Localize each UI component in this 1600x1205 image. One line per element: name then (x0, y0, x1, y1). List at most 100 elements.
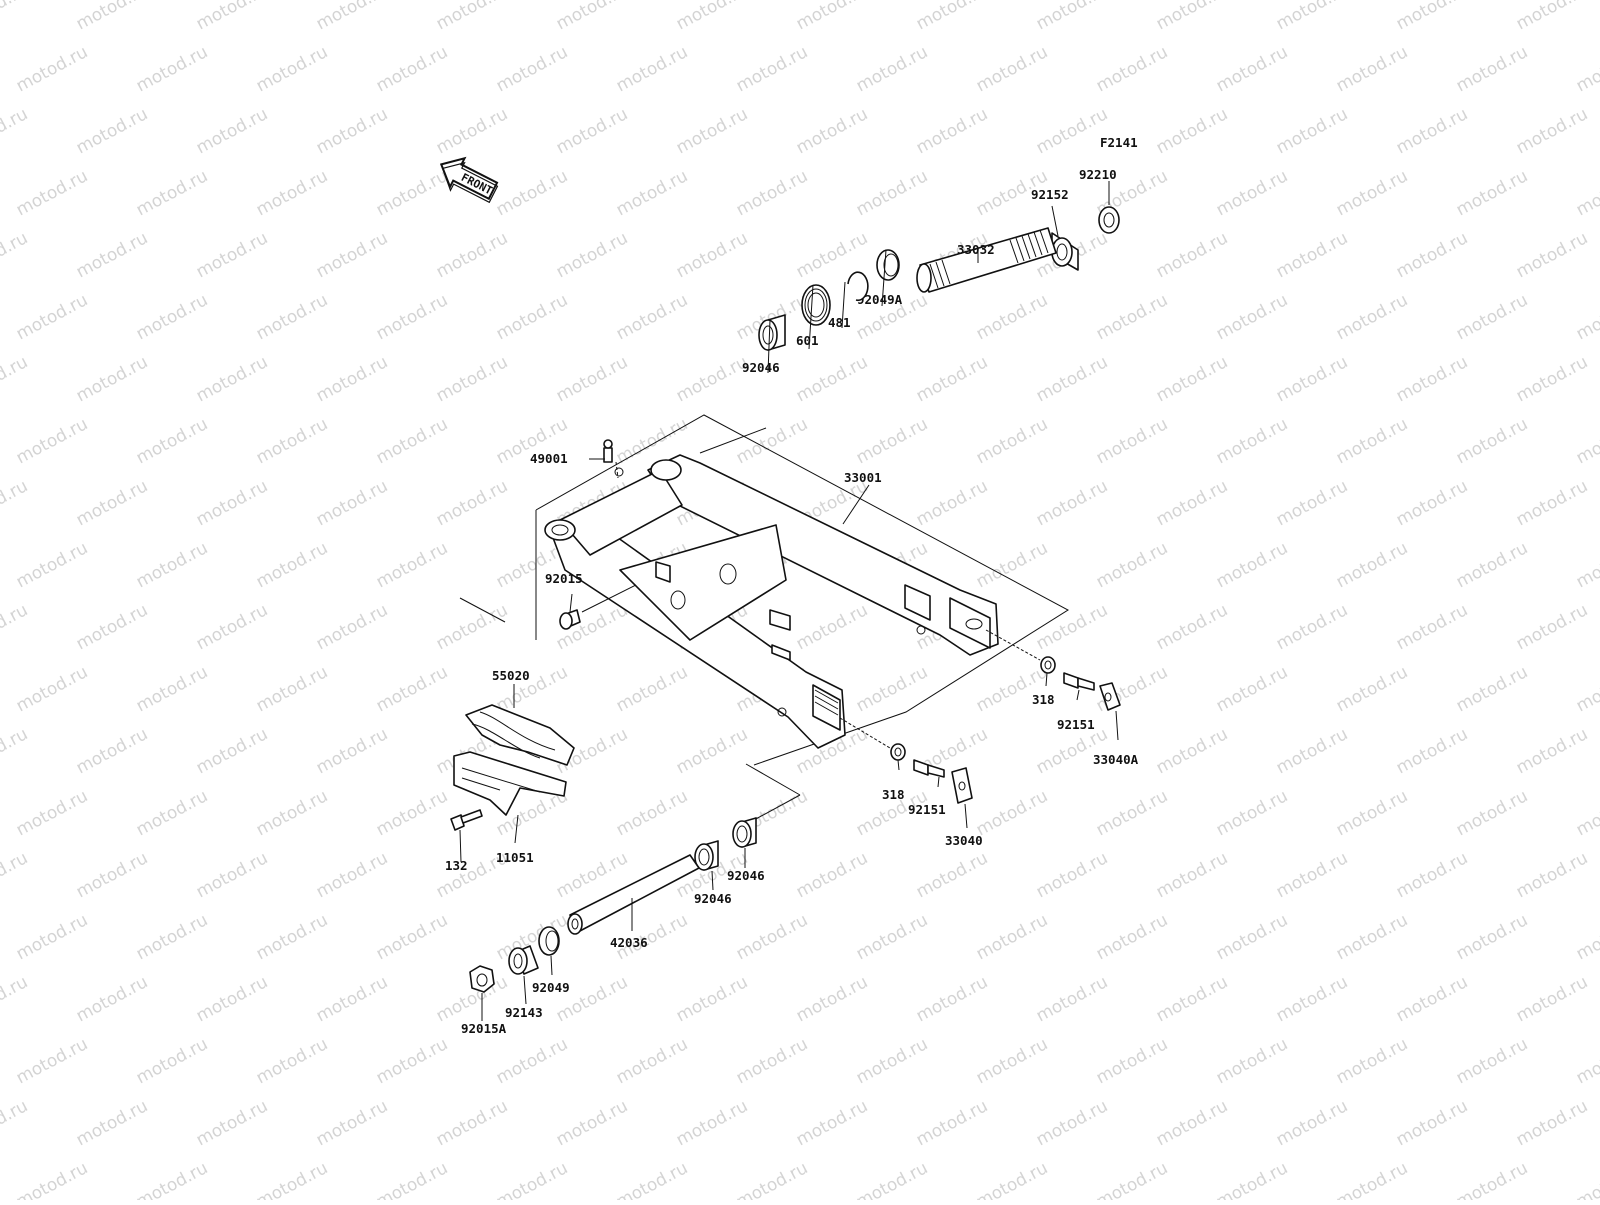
part-92046-needle-bearing-top[interactable] (758, 314, 786, 351)
part-92049A-seal[interactable] (876, 249, 900, 281)
watermark-text: motod.ru (1213, 290, 1291, 344)
label-92151-right: 92151 (1057, 717, 1095, 732)
watermark-text: motod.ru (1093, 910, 1171, 964)
watermark-text: motod.ru (1273, 972, 1351, 1026)
label-92152: 92152 (1031, 187, 1069, 202)
part-33001-swingarm[interactable] (459, 414, 1069, 766)
part-318-nut-right[interactable] (1040, 656, 1056, 674)
watermark-text: motod.ru (1153, 0, 1231, 34)
watermark-text: motod.ru (253, 786, 331, 840)
label-33040: 33040 (945, 833, 983, 848)
watermark-text: motod.ru (0, 104, 31, 158)
watermark-text: motod.ru (1213, 538, 1291, 592)
part-42036-pivot-sleeve[interactable] (567, 854, 700, 935)
watermark-text: motod.ru (1333, 42, 1411, 96)
watermark-text: motod.ru (73, 1096, 151, 1150)
part-601-ball-bearing[interactable] (801, 284, 831, 326)
part-49001-grease-nipple[interactable] (603, 439, 613, 463)
watermark-text: motod.ru (253, 910, 331, 964)
watermark-text: motod.ru (1273, 724, 1351, 778)
watermark-text: motod.ru (853, 1034, 931, 1088)
watermark-text: motod.ru (1393, 352, 1471, 406)
part-318-nut-middle[interactable] (890, 743, 906, 761)
label-481: 481 (828, 315, 851, 330)
part-92046-needle-bearing-lower-right[interactable] (732, 817, 757, 848)
watermark-text: motod.ru (1033, 1096, 1111, 1150)
part-55020-chain-guard[interactable] (465, 704, 575, 766)
watermark-text: motod.ru (973, 1158, 1051, 1200)
watermark-text: motod.ru (133, 414, 211, 468)
part-92151-bolt-right[interactable] (1063, 672, 1095, 691)
part-92015-bolt[interactable] (559, 609, 581, 630)
watermark-text: motod.ru (193, 972, 271, 1026)
watermark-text: motod.ru (1333, 290, 1411, 344)
watermark-text: motod.ru (673, 724, 751, 778)
watermark-text: motod.ru (1093, 786, 1171, 840)
watermark-text: motod.ru (1513, 228, 1591, 282)
watermark-text: motod.ru (1153, 972, 1231, 1026)
watermark-text: motod.ru (1513, 1096, 1591, 1150)
part-92210-nut[interactable] (1098, 206, 1120, 234)
watermark-text: motod.ru (13, 290, 91, 344)
watermark-text: motod.ru (853, 414, 931, 468)
watermark-text: motod.ru (1513, 0, 1591, 34)
label-11051: 11051 (496, 850, 534, 865)
label-92015: 92015 (545, 571, 583, 586)
watermark-text: motod.ru (673, 228, 751, 282)
watermark-text: motod.ru (1333, 910, 1411, 964)
watermark-text: motod.ru (13, 786, 91, 840)
watermark-text: motod.ru (13, 166, 91, 220)
watermark-text: motod.ru (613, 290, 691, 344)
watermark-text: motod.ru (1033, 600, 1111, 654)
watermark-text: motod.ru (1393, 104, 1471, 158)
watermark-text: motod.ru (793, 1096, 871, 1150)
watermark-text: motod.ru (433, 476, 511, 530)
watermark-text: motod.ru (193, 848, 271, 902)
watermark-text: motod.ru (733, 1158, 811, 1200)
label-42036: 42036 (610, 935, 648, 950)
part-481-circlip[interactable] (847, 271, 869, 302)
part-92015A-nut[interactable] (469, 965, 495, 993)
watermark-text: motod.ru (1513, 600, 1591, 654)
watermark-text: motod.ru (613, 1158, 691, 1200)
part-33032-pivot-shaft[interactable] (916, 227, 1057, 293)
watermark-text: motod.ru (793, 972, 871, 1026)
watermark-text: motod.ru (913, 104, 991, 158)
watermark-text: motod.ru (1153, 476, 1231, 530)
watermark-text: motod.ru (1573, 414, 1600, 468)
watermark-text: motod.ru (133, 786, 211, 840)
watermark-text: motod.ru (1453, 1034, 1531, 1088)
watermark-text: motod.ru (1093, 1158, 1171, 1200)
part-92143-collar[interactable] (508, 945, 539, 975)
watermark-text: motod.ru (73, 476, 151, 530)
label-33032: 33032 (957, 242, 995, 257)
watermark-text: motod.ru (973, 1034, 1051, 1088)
watermark-text: motod.ru (853, 166, 931, 220)
watermark-text: motod.ru (373, 1034, 451, 1088)
watermark-text: motod.ru (1453, 786, 1531, 840)
part-33040-adjuster-plate[interactable] (951, 767, 973, 804)
watermark-text: motod.ru (1153, 104, 1231, 158)
part-92049-seal[interactable] (538, 926, 560, 956)
watermark-text: motod.ru (313, 848, 391, 902)
watermark-text: motod.ru (1393, 724, 1471, 778)
watermark-text: motod.ru (1033, 352, 1111, 406)
watermark-text: motod.ru (553, 0, 631, 34)
part-132-bolt[interactable] (450, 809, 483, 831)
part-33040A-adjuster-plate[interactable] (1099, 682, 1121, 711)
watermark-text: motod.ru (793, 104, 871, 158)
watermark-text: motod.ru (793, 0, 871, 34)
watermark-text: motod.ru (1453, 1158, 1531, 1200)
watermark-text: motod.ru (1573, 166, 1600, 220)
part-92151-bolt-middle[interactable] (913, 759, 945, 778)
label-92151-mid: 92151 (908, 802, 946, 817)
watermark-text: motod.ru (1453, 538, 1531, 592)
part-92046-needle-bearing-lower-left[interactable] (694, 840, 719, 871)
watermark-text: motod.ru (193, 724, 271, 778)
label-92046-lower-left: 92046 (694, 891, 732, 906)
part-92152-collar[interactable] (1051, 232, 1079, 271)
label-33040A: 33040A (1093, 752, 1139, 767)
watermark-text: motod.ru (733, 166, 811, 220)
watermark-text: motod.ru (313, 600, 391, 654)
part-11051-guard-bracket[interactable] (453, 751, 567, 816)
